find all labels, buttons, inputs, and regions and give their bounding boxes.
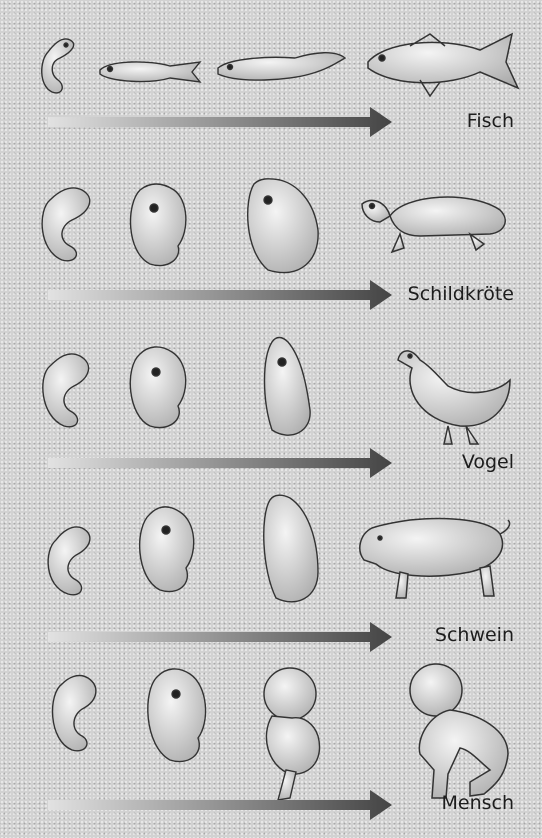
turtle-embryo-stage-1 [42, 188, 90, 261]
development-arrow [48, 448, 392, 478]
human-embryo-stage-1 [53, 676, 96, 751]
row-schwein: Schwein [0, 480, 542, 650]
pig-embryo-stage-3 [264, 495, 318, 602]
turtle-embryo-stage-2 [131, 184, 186, 266]
development-arrow [48, 622, 392, 652]
row-fisch: Fisch [0, 0, 542, 160]
row-vogel: Vogel [0, 320, 542, 480]
bird-embryo-stage-1 [43, 354, 89, 427]
adult-pig [360, 519, 510, 598]
adult-fish [368, 34, 518, 96]
development-arrow [48, 280, 392, 310]
label-schildkroete: Schildkröte [408, 283, 514, 305]
turtle-embryo-stage-3 [248, 179, 318, 273]
human-baby [410, 664, 508, 798]
adult-bird [398, 351, 510, 444]
row-mensch: Mensch [0, 650, 542, 838]
label-vogel: Vogel [462, 451, 514, 473]
label-mensch: Mensch [441, 792, 514, 814]
label-fisch: Fisch [467, 110, 514, 132]
development-arrow [48, 107, 392, 137]
bird-embryo-stage-3 [265, 338, 311, 436]
bird-embryo-stage-2 [130, 347, 185, 428]
human-fetus [264, 668, 320, 800]
adult-turtle [362, 197, 505, 252]
fish-embryo-stage-1 [42, 39, 74, 93]
pig-embryo-stage-1 [48, 527, 90, 595]
fish-embryo-stage-2 [100, 62, 200, 82]
fish-embryo-stage-3 [218, 53, 345, 80]
row-schildkroete: Schildkröte [0, 160, 542, 320]
human-embryo-stage-2 [148, 669, 206, 762]
development-arrow [48, 790, 392, 820]
label-schwein: Schwein [435, 624, 514, 646]
pig-embryo-stage-2 [140, 507, 194, 592]
